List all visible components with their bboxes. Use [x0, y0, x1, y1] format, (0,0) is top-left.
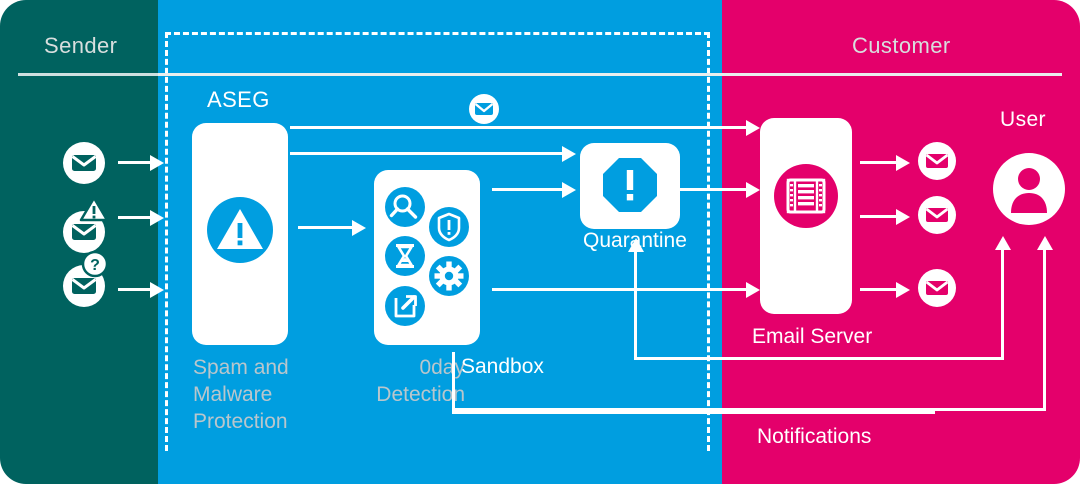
delivered-envelope-1: [917, 141, 957, 181]
flow-quarantine-to-server-shaft: [680, 188, 750, 191]
flow-release-vertical: [634, 245, 637, 360]
sandbox-bracket: [452, 352, 935, 414]
server-out-head-2: [896, 209, 910, 225]
sender-arrow-1-head: [150, 155, 164, 171]
sender-arrow-3-head: [150, 282, 164, 298]
zone-title-customer: Customer: [852, 33, 951, 58]
zeroday-detection-label: 0day Detection: [376, 356, 465, 406]
flow-aseg-to-quarantine-head: [562, 146, 576, 162]
svg-text:?: ?: [90, 257, 100, 274]
warning-triangle-circle-icon: [206, 196, 274, 264]
sender-arrow-3-shaft: [118, 288, 154, 291]
gear-icon: [428, 255, 470, 297]
sender-arrow-2-shaft: [118, 216, 154, 219]
sender-message-1: [62, 141, 106, 185]
notifications-label: Notifications: [757, 425, 872, 448]
flow-notifications-vertical: [1043, 247, 1046, 411]
shield-exclamation-icon: [428, 206, 470, 248]
aseg-dashed-boundary: [165, 32, 710, 451]
flow-release-horizontal: [634, 357, 1004, 360]
zone-title-sender: Sender: [44, 33, 118, 58]
sandbox-label: Sandbox: [461, 355, 544, 378]
server-out-head-3: [896, 282, 910, 298]
flow-detection-to-server-head: [746, 282, 760, 298]
flow-notifications-head: [1037, 236, 1053, 250]
delivered-envelope-2: [917, 195, 957, 235]
flow-aseg-to-quarantine-shaft: [290, 152, 566, 155]
flow-release-head: [628, 238, 644, 252]
zone-title-aseg: ASEG: [207, 87, 270, 112]
delivered-envelope-3: [917, 268, 957, 308]
protection-to-detection-head: [352, 220, 366, 236]
sender-arrow-2-head: [150, 210, 164, 226]
user-label: User: [1000, 108, 1046, 131]
customer-header-rule: [722, 73, 1062, 76]
aseg-header-rule: [158, 73, 722, 76]
flow-clean-to-server-head: [746, 120, 760, 136]
server-out-shaft-1: [860, 161, 900, 164]
email-server-label: Email Server: [752, 325, 873, 348]
octagon-exclamation-icon: [600, 155, 660, 215]
sender-arrow-1-shaft: [118, 161, 154, 164]
server-rack-icon: [773, 163, 839, 229]
sender-header-rule: [18, 73, 158, 76]
open-external-icon: [384, 285, 426, 327]
flow-notifications-horizontal: [452, 408, 1046, 411]
flow-release-to-user-head: [995, 236, 1011, 250]
flow-detection-to-quarantine-shaft: [492, 188, 566, 191]
user-avatar-icon: [992, 152, 1066, 226]
server-out-head-1: [896, 155, 910, 171]
sender-message-3: ?: [62, 250, 112, 308]
server-out-shaft-3: [860, 288, 900, 291]
sender-message-2: [62, 196, 112, 254]
flow-clean-to-server-shaft: [290, 126, 750, 129]
server-out-shaft-2: [860, 215, 900, 218]
hourglass-icon: [384, 235, 426, 277]
magnifier-icon: [384, 186, 426, 228]
flow-detection-to-server-shaft: [492, 288, 750, 291]
flow-quarantine-to-server-head: [746, 182, 760, 198]
protection-to-detection-shaft: [298, 226, 356, 229]
spam-malware-protection-label: Spam and Malware Protection: [193, 356, 289, 433]
flow-detection-to-quarantine-head: [562, 182, 576, 198]
flow-release-to-user-vertical: [1001, 247, 1004, 359]
transit-envelope-icon: [468, 93, 500, 125]
